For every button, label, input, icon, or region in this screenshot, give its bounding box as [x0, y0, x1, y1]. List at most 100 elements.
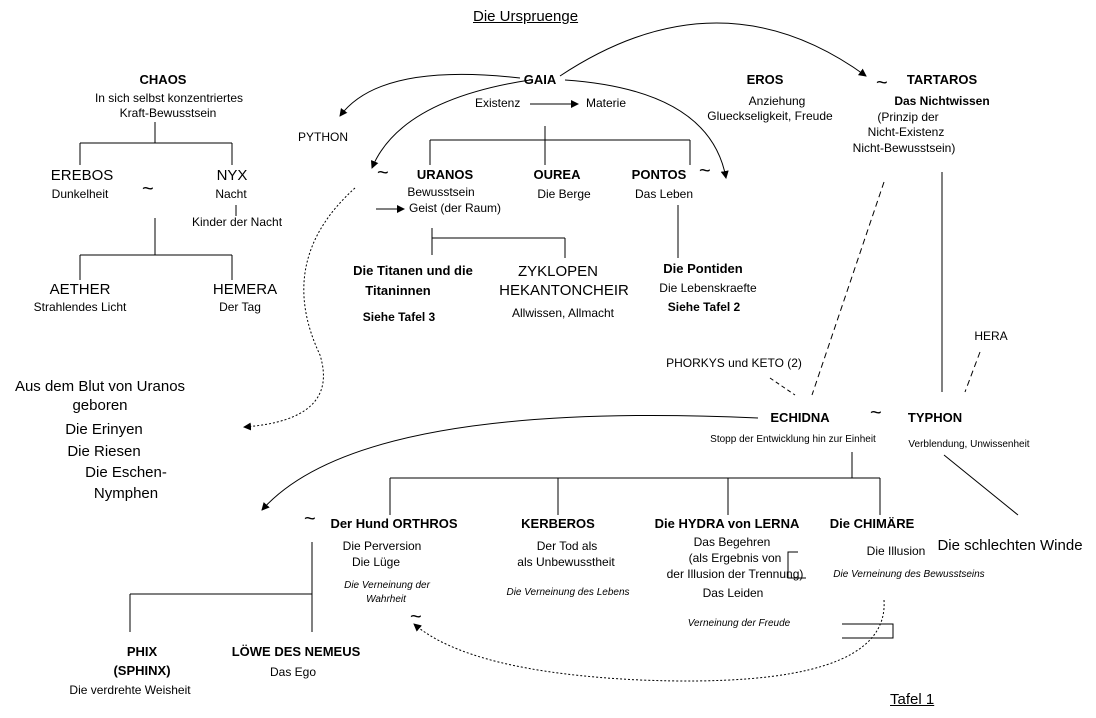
kerberos-desc-2: als Unbewusstheit [517, 555, 615, 569]
pontos-desc: Das Leben [634, 187, 694, 201]
hydra-desc-3: der Illusion der Trennung) [666, 567, 804, 581]
hemera-desc: Der Tag [219, 300, 261, 314]
blut-line-2: geboren [72, 397, 128, 414]
hera-label: HERA [974, 329, 1008, 343]
gaia-title: GAIA [523, 72, 557, 87]
typhon-desc: Verblendung, Unwissenheit [908, 439, 1030, 450]
orthros-note-2: Wahrheit [366, 594, 406, 605]
hemera-title: HEMERA [212, 281, 278, 298]
phorkys-echidna-dashed [769, 377, 796, 396]
blut-eschen: Die Eschen- [85, 464, 167, 481]
echidna-desc: Stopp der Entwicklung hin zur Einheit [710, 434, 876, 445]
kerberos-title: KERBEROS [521, 516, 595, 531]
pontos-title: PONTOS [631, 167, 687, 182]
titanen-title-2: Titaninnen [365, 283, 431, 298]
eros-desc-2: Glueckseligkeit, Freude [707, 109, 833, 123]
chimaere-orthros-tilde: ~ [410, 606, 422, 628]
orthros-note-1: Die Verneinung der [344, 580, 430, 591]
eros-title: EROS [746, 72, 784, 87]
tartaros-desc-4: Nicht-Bewusstsein) [852, 141, 956, 155]
erebos-desc: Dunkelheit [51, 187, 109, 201]
gaia-materie: Materie [586, 96, 627, 110]
phorkys-label: PHORKYS und KETO (2) [666, 356, 802, 370]
phix-title-2: (SPHINX) [113, 663, 171, 678]
pontiden-title: Die Pontiden [663, 261, 743, 276]
echidna-typhon-tilde: ~ [870, 402, 882, 424]
typhon-title: TYPHON [907, 410, 963, 425]
nyx-desc: Nacht [215, 187, 247, 201]
orthros-tilde: ~ [304, 508, 316, 530]
erebos-nyx-tilde: ~ [142, 178, 154, 200]
hydra-desc-2: (als Ergebnis von [688, 551, 782, 565]
eros-desc-1: Anziehung [748, 94, 806, 108]
kerberos-desc-1: Der Tod als [536, 539, 598, 553]
pontiden-ref: Siehe Tafel 2 [667, 300, 741, 314]
uranos-desc-1: Bewusstsein [407, 185, 475, 199]
chaos-desc-2: Kraft-Bewusstsein [119, 106, 217, 120]
zyklopen-title-1: ZYKLOPEN [517, 263, 599, 280]
uranos-desc-2: Geist (der Raum) [408, 201, 502, 215]
chimaere-title: Die CHIMÄRE [829, 516, 915, 531]
tartaros-title: TARTAROS [906, 72, 978, 87]
titanen-title-1: Die Titanen und die [353, 263, 473, 278]
hydra-bracket [787, 551, 806, 579]
aether-desc: Strahlendes Licht [33, 300, 127, 314]
uranos-tilde: ~ [377, 162, 389, 184]
python-label: PYTHON [298, 130, 349, 144]
aether-title: AETHER [49, 281, 111, 298]
loewe-desc: Das Ego [269, 665, 317, 679]
blut-nymphen: Nymphen [93, 485, 159, 502]
echidna-orthros-arrow [261, 415, 759, 511]
pontos-tilde: ~ [699, 160, 711, 182]
phix-desc: Die verdrehte Weisheit [69, 683, 191, 697]
blut-line-1: Aus dem Blut von Uranos [14, 378, 186, 395]
chimaere-desc: Die Illusion [866, 544, 926, 558]
uranos-blut-dotted-arrow [243, 187, 356, 431]
chaos-title: CHAOS [139, 72, 187, 87]
hydra-note: Verneinung der Freude [687, 618, 791, 629]
hydra-desc-1: Das Begehren [693, 535, 771, 549]
hydra-title: Die HYDRA von LERNA [654, 516, 800, 531]
gaia-uranos-arrow [370, 79, 531, 169]
chimaere-orthros-dotted-arrow [413, 599, 885, 682]
gaia-tartaros-arrow [559, 22, 867, 77]
blut-erinyen: Die Erinyen [65, 421, 143, 438]
page-title: Die Urspruenge [473, 8, 579, 25]
footer-label: Tafel 1 [890, 691, 935, 708]
freude-bracket [842, 623, 894, 639]
gaia-pontos-arrow [564, 79, 729, 179]
chimaere-note: Die Verneinung des Bewusstseins [833, 569, 985, 580]
tartaros-desc-3: Nicht-Existenz [867, 125, 945, 139]
gaia-existenz: Existenz [475, 96, 521, 110]
winde-label: Die schlechten Winde [937, 537, 1083, 554]
erebos-title: EREBOS [50, 167, 114, 184]
uranos-title: URANOS [416, 167, 474, 182]
tartaros-desc-1: Das Nichtwissen [894, 94, 990, 108]
nyx-title: NYX [216, 167, 248, 184]
hydra-desc-4: Das Leiden [702, 586, 764, 600]
titanen-ref: Siehe Tafel 3 [362, 310, 436, 324]
nyx-children: Kinder der Nacht [191, 215, 283, 229]
phix-title-1: PHIX [126, 644, 158, 659]
hera-typhon-dashed [964, 351, 981, 393]
blut-riesen: Die Riesen [67, 443, 141, 460]
tartaros-tilde: ~ [876, 72, 888, 94]
ourea-title: OUREA [533, 167, 581, 182]
zyklopen-title-2: HEKANTONCHEIR [499, 282, 629, 299]
tartaros-desc-2: (Prinzip der [877, 110, 939, 124]
typhon-winde-line [943, 454, 1019, 516]
tartaros-echidna-dashed [811, 181, 885, 396]
orthros-title: Der Hund ORTHROS [330, 516, 458, 531]
ourea-desc: Die Berge [537, 187, 591, 201]
echidna-title: ECHIDNA [770, 410, 830, 425]
chaos-desc-1: In sich selbst konzentriertes [94, 91, 244, 105]
kerberos-note: Die Verneinung des Lebens [506, 587, 630, 598]
zyklopen-desc: Allwissen, Allmacht [511, 306, 615, 320]
orthros-desc-1: Die Perversion [342, 539, 422, 553]
orthros-desc-2: Die Lüge [351, 555, 401, 569]
gaia-python-arrow [339, 73, 521, 117]
pontiden-desc: Die Lebenskraefte [659, 281, 757, 295]
loewe-title: LÖWE DES NEMEUS [231, 644, 361, 659]
